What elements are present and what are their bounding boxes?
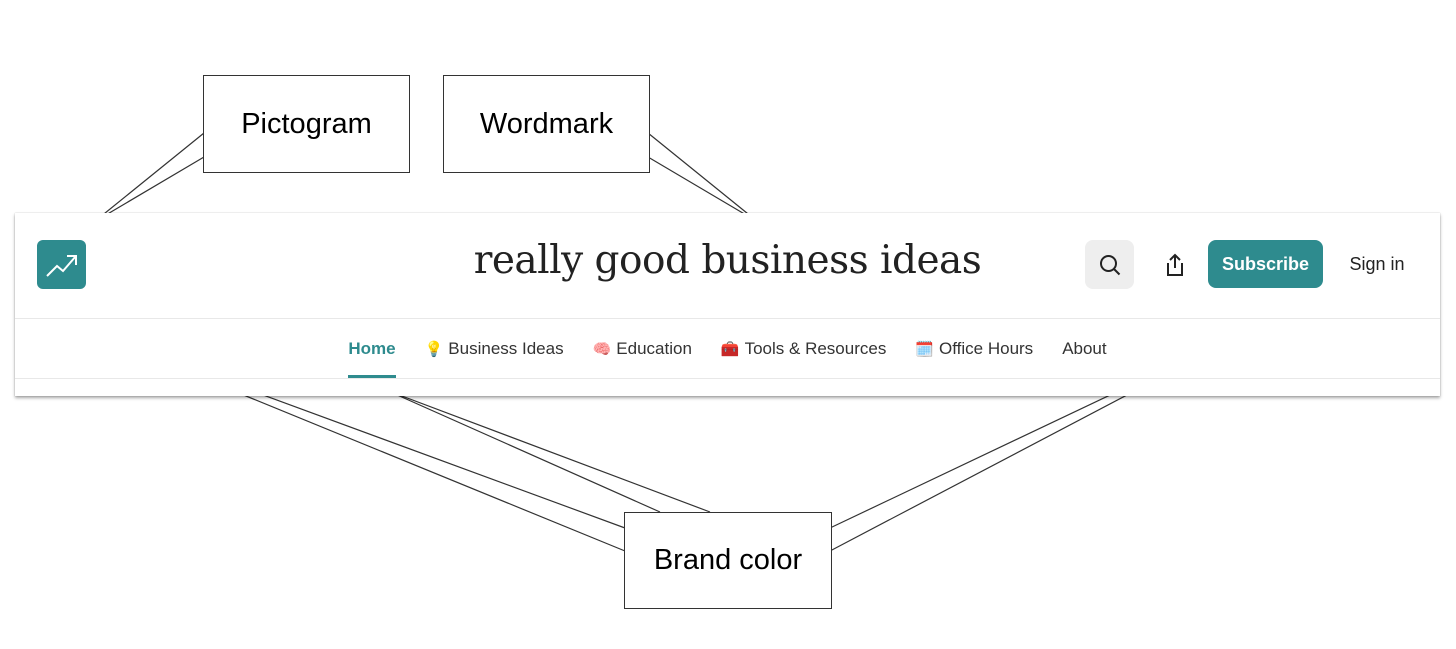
callout-wordmark: Wordmark <box>443 75 650 173</box>
toolbox-icon: 🧰 <box>720 340 740 358</box>
share-icon <box>1166 253 1183 276</box>
callout-brand-color: Brand color <box>624 512 832 609</box>
nav-item-tools-resources[interactable]: 🧰Tools & Resources <box>721 319 886 378</box>
nav-label: Home <box>348 338 396 358</box>
lightbulb-icon: 💡 <box>424 340 444 358</box>
sign-in-link[interactable]: Sign in <box>1349 253 1405 274</box>
wordmark-pointer <box>647 132 759 223</box>
logo-pictogram[interactable] <box>37 240 86 289</box>
top-bar: really good business ideas Subscribe Sig… <box>15 213 1440 319</box>
callout-pictogram: Pictogram <box>203 75 410 173</box>
search-button[interactable] <box>1085 240 1134 289</box>
nav-label: Business Ideas <box>448 338 564 358</box>
nav-item-home[interactable]: Home <box>348 319 396 378</box>
nav-label: Office Hours <box>939 338 1034 358</box>
callout-pictogram-label: Pictogram <box>241 107 372 140</box>
share-button[interactable] <box>1150 240 1199 289</box>
site-header-screenshot: really good business ideas Subscribe Sig… <box>15 213 1440 396</box>
nav-item-education[interactable]: 🧠Education <box>593 319 692 378</box>
pictogram-pointer <box>93 132 205 223</box>
callout-wordmark-label: Wordmark <box>479 107 614 140</box>
nav-items: Home 💡Business Ideas 🧠Education 🧰Tools &… <box>15 319 1440 378</box>
brand-pointer-home <box>385 389 711 513</box>
nav-item-office-hours[interactable]: 🗓️Office Hours <box>915 319 1033 378</box>
nav-label: Education <box>616 338 692 358</box>
nav-label: Tools & Resources <box>744 338 887 358</box>
calendar-icon: 🗓️ <box>915 340 935 358</box>
nav-bar: Home 💡Business Ideas 🧠Education 🧰Tools &… <box>15 319 1440 379</box>
nav-label: About <box>1062 338 1107 358</box>
callout-brand-color-label: Brand color <box>653 544 803 576</box>
wordmark[interactable]: really good business ideas <box>473 238 982 283</box>
nav-item-about[interactable]: About <box>1062 319 1106 378</box>
search-icon <box>1099 254 1120 275</box>
trending-up-icon <box>45 254 77 277</box>
brain-icon: 🧠 <box>592 340 612 358</box>
nav-item-business-ideas[interactable]: 💡Business Ideas <box>425 319 564 378</box>
subscribe-button[interactable]: Subscribe <box>1208 240 1323 288</box>
